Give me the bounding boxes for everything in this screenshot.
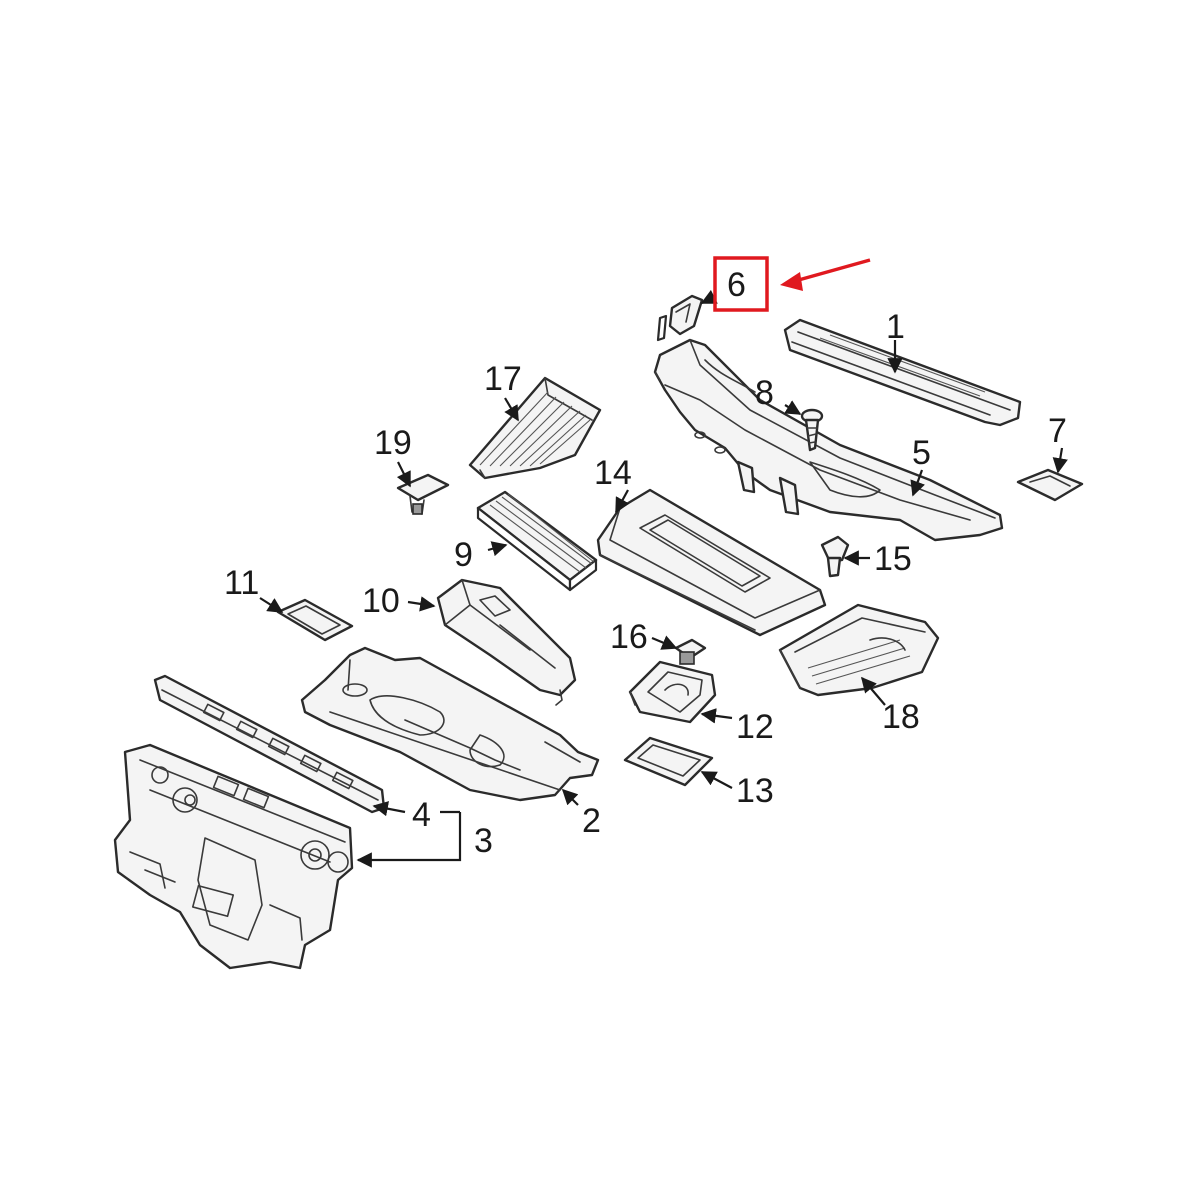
callout-13: 13	[736, 772, 774, 810]
highlight-arrowhead	[780, 272, 803, 291]
callout-5: 5	[912, 434, 931, 472]
part-5-cowl	[653, 338, 1004, 542]
callout-9: 9	[454, 536, 473, 574]
callout-17: 17	[484, 360, 522, 398]
leader-16	[651, 635, 678, 650]
part-14-panel	[596, 488, 827, 637]
part-15-plug	[820, 535, 850, 578]
part-3-bulkhead	[113, 743, 354, 970]
callout-15: 15	[874, 540, 912, 578]
callout-6: 6	[727, 266, 746, 304]
callout-2: 2	[582, 802, 601, 840]
leader-lines	[259, 289, 1068, 868]
part-9-filter	[476, 490, 598, 592]
callout-8: 8	[755, 374, 774, 412]
leader-8	[784, 400, 802, 415]
callout-4: 4	[412, 796, 431, 834]
leader-3a	[356, 812, 462, 868]
callout-14: 14	[594, 454, 632, 492]
part-13-tray	[623, 736, 714, 787]
leader-14	[615, 489, 630, 514]
leader-17	[504, 397, 519, 422]
leader-10	[407, 596, 436, 612]
callout-18: 18	[882, 698, 920, 736]
highlight-box	[713, 256, 769, 312]
highlight-part-6	[713, 256, 871, 312]
leader-4	[372, 801, 406, 817]
part-8-screw	[800, 408, 824, 452]
leader-7	[1052, 447, 1068, 474]
callout-12: 12	[736, 708, 774, 746]
part-16-clip	[674, 638, 707, 665]
leader-13	[700, 771, 733, 789]
callout-3: 3	[474, 822, 493, 860]
leader-2	[561, 788, 579, 806]
part-2-plenum	[300, 646, 600, 802]
leader-12	[700, 708, 733, 724]
callout-19: 19	[374, 424, 412, 462]
callout-10: 10	[362, 582, 400, 620]
callout-1: 1	[886, 308, 905, 346]
highlight-arrow	[794, 258, 871, 283]
callout-11: 11	[224, 564, 259, 602]
leader-9	[487, 541, 508, 557]
leader-5	[910, 469, 925, 497]
callout-labels: 1 2 3 4 5 6 7 8 9 10 11 12 13 14 15 16 1…	[224, 266, 1067, 860]
leader-18	[861, 676, 886, 706]
leader-11	[259, 597, 284, 613]
part-11-cover	[276, 598, 354, 642]
part-6-corner	[656, 294, 704, 342]
part-7-cap	[1016, 468, 1084, 502]
part-18-trim	[778, 603, 940, 697]
callout-16: 16	[610, 618, 648, 656]
part-17-grille	[468, 376, 602, 480]
callout-7: 7	[1048, 412, 1067, 450]
part-10-duct	[436, 578, 577, 706]
leader-19	[396, 461, 411, 488]
part-12-bracket	[628, 660, 717, 724]
part-19-clip	[396, 473, 450, 515]
